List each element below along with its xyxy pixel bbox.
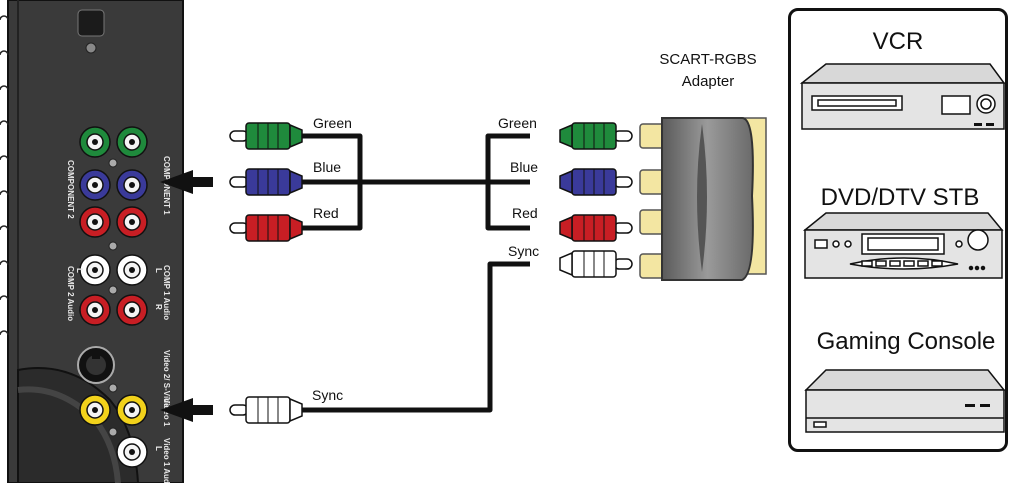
jack-white-comp1-audio xyxy=(116,254,148,286)
device-label-gaming-console: Gaming Console xyxy=(817,328,996,355)
label-component-1: COMPONENT 1 xyxy=(162,156,171,215)
screw-icon xyxy=(85,42,97,54)
plug-red-right xyxy=(559,214,633,242)
device-label-vcr: VCR xyxy=(873,28,924,55)
jack-white-comp2-audio xyxy=(79,254,111,286)
jack-yellow-video2 xyxy=(79,394,111,426)
adapter-pins xyxy=(639,123,665,279)
jack-red-comp1 xyxy=(116,206,148,238)
rca-plugs xyxy=(229,122,633,424)
arrow-icon-component xyxy=(160,170,193,194)
label-l-video: L xyxy=(154,446,163,451)
jack-red-comp1-audio xyxy=(116,294,148,326)
plug-green-left xyxy=(229,122,303,150)
device-label-dvd-stb: DVD/DTV STB xyxy=(821,184,980,211)
jack-green-comp2 xyxy=(79,126,111,158)
plug-sync-right xyxy=(559,250,633,278)
adapter-label-line2: Adapter xyxy=(682,73,735,90)
dvd-player-icon xyxy=(802,212,1004,279)
screw-icon xyxy=(108,241,118,251)
panel-cable-hub xyxy=(17,367,140,483)
plug-green-right xyxy=(559,122,633,150)
label-blue-left: Blue xyxy=(313,159,341,175)
plug-red-left xyxy=(229,214,303,242)
screw-icon xyxy=(108,285,118,295)
plug-blue-right xyxy=(559,168,633,196)
label-sync-right: Sync xyxy=(508,243,539,259)
screw-icon xyxy=(108,427,118,437)
label-green-right: Green xyxy=(498,115,537,131)
label-blue-right: Blue xyxy=(510,159,538,175)
label-r-right: R xyxy=(154,304,163,310)
plug-sync-left xyxy=(229,396,303,424)
screw-icon xyxy=(108,158,118,168)
panel-jacks xyxy=(79,126,148,468)
s-video-jack xyxy=(77,346,115,384)
label-l-left: L xyxy=(75,268,84,273)
label-red-right: Red xyxy=(512,205,538,221)
adapter-label-line1: SCART-RGBS xyxy=(659,51,756,68)
cable-wires xyxy=(302,133,530,413)
jack-blue-comp1 xyxy=(116,169,148,201)
label-red-left: Red xyxy=(313,205,339,221)
label-comp-2-audio: COMP 2 Audio xyxy=(66,266,75,321)
vcr-icon xyxy=(799,63,1006,130)
label-component-2: COMPONENT 2 xyxy=(66,160,75,219)
jack-red-comp2 xyxy=(79,206,111,238)
jack-yellow-video1 xyxy=(116,394,148,426)
jack-red-comp2-audio xyxy=(79,294,111,326)
label-sync-left: Sync xyxy=(312,387,343,403)
plug-blue-left xyxy=(229,168,303,196)
adapter-body xyxy=(661,117,754,281)
arrow-icon-video xyxy=(160,398,193,422)
screw-icon xyxy=(108,383,118,393)
jack-blue-comp2 xyxy=(79,169,111,201)
jack-white-video1-audio xyxy=(116,436,148,468)
label-comp-1-audio: COMP 1 Audio xyxy=(162,265,171,320)
rs232-port-icon xyxy=(77,9,105,37)
panel-edge-notches xyxy=(0,15,9,336)
jack-green-comp1 xyxy=(116,126,148,158)
label-video-1-audio: Video 1 Audio xyxy=(162,438,171,483)
label-l-right: L xyxy=(154,268,163,273)
gaming-console-icon xyxy=(804,369,1006,433)
scart-adapter xyxy=(639,117,767,281)
label-video-2: Video 2/ S-Video xyxy=(162,350,171,413)
label-green-left: Green xyxy=(313,115,352,131)
label-video-1: Video 1 xyxy=(162,398,171,427)
